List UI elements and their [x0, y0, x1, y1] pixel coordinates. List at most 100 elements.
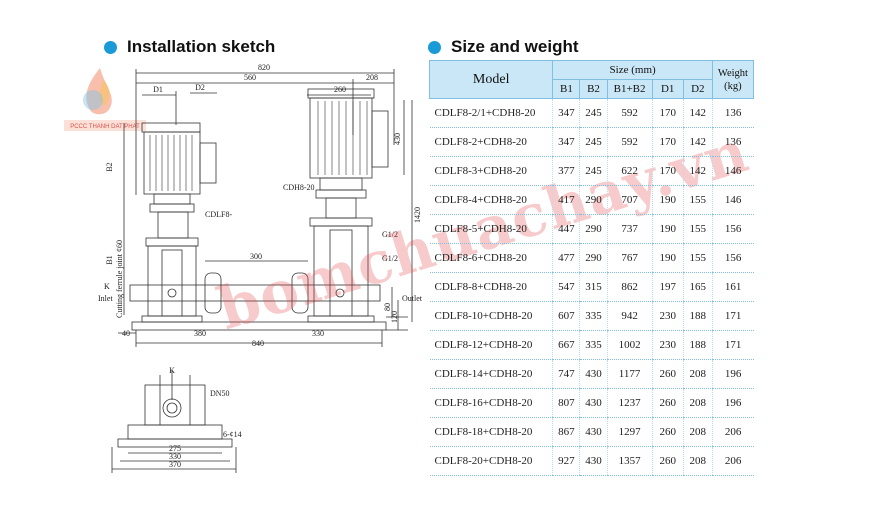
cell-d2: 188 — [682, 301, 713, 331]
cell-b1b2: 592 — [606, 98, 653, 128]
size-weight-title: Size and weight — [451, 37, 579, 56]
dim-d1: D1 — [153, 85, 163, 94]
cell-b1: 747 — [552, 359, 580, 389]
cell-b1b2: 1357 — [606, 446, 653, 476]
cell-weight: 196 — [711, 388, 754, 418]
cell-weight: 136 — [711, 98, 754, 128]
cell-d2: 142 — [682, 156, 713, 186]
cell-b1b2: 1237 — [606, 388, 653, 418]
cell-d2: 142 — [682, 98, 713, 128]
label-dn50: DN50 — [210, 389, 230, 398]
col-b2: B2 — [579, 79, 608, 99]
dim-1420: 1420 — [413, 207, 422, 223]
cell-b1: 477 — [552, 243, 580, 273]
cell-model: CDLF8-16+CDH8-20 — [429, 388, 553, 418]
dim-300: 300 — [250, 252, 262, 261]
cell-b1: 807 — [552, 388, 580, 418]
cell-b1: 867 — [552, 417, 580, 447]
cell-weight: 156 — [711, 214, 754, 244]
cell-b1b2: 1177 — [606, 359, 653, 389]
dim-d2: D2 — [195, 83, 205, 92]
installation-sketch-heading: Installation sketch — [104, 37, 275, 57]
cell-model: CDLF8-10+CDH8-20 — [429, 301, 553, 331]
cell-d2: 165 — [682, 272, 713, 302]
bullet-icon — [104, 40, 117, 54]
cell-b2: 430 — [579, 359, 608, 389]
cell-b1: 447 — [552, 214, 580, 244]
cell-model: CDLF8-8+CDH8-20 — [429, 272, 553, 302]
cell-b2: 430 — [579, 388, 608, 418]
cell-b1: 417 — [552, 185, 580, 215]
label-g1: G1/2 — [382, 230, 398, 239]
cell-d2: 188 — [682, 330, 713, 360]
bullet-icon — [428, 40, 441, 54]
cell-b1b2: 622 — [606, 156, 653, 186]
cell-weight: 156 — [711, 243, 754, 273]
cell-b1: 927 — [552, 446, 580, 476]
cell-model: CDLF8-20+CDH8-20 — [429, 446, 553, 476]
dim-ferrule: Cutting ferrule joint ¢60 — [115, 240, 124, 318]
cell-d1: 230 — [651, 330, 684, 360]
cell-b2: 430 — [579, 417, 608, 447]
cell-weight: 146 — [711, 185, 754, 215]
cell-model: CDLF8-18+CDH8-20 — [429, 417, 553, 447]
dim-80: 80 — [383, 303, 392, 311]
col-b1: B1 — [552, 79, 581, 99]
cell-d1: 190 — [651, 243, 684, 273]
cell-b1b2: 942 — [606, 301, 653, 331]
cell-weight: 161 — [711, 272, 754, 302]
installation-sketch-title: Installation sketch — [127, 37, 276, 56]
dim-370: 370 — [169, 460, 181, 469]
cell-weight: 171 — [711, 301, 754, 331]
cell-b1: 377 — [552, 156, 580, 186]
cell-d1: 197 — [651, 272, 684, 302]
cell-b2: 290 — [579, 214, 608, 244]
col-d1: D1 — [651, 79, 684, 99]
cell-d1: 170 — [651, 98, 684, 128]
label-g2: G1/2 — [382, 254, 398, 263]
cell-model: CDLF8-6+CDH8-20 — [429, 243, 553, 273]
cell-b2: 245 — [579, 127, 608, 157]
dim-b1: B1 — [105, 255, 114, 264]
dim-560: 560 — [244, 73, 256, 82]
cell-d1: 260 — [651, 359, 684, 389]
dim-b2: B2 — [105, 162, 114, 171]
cell-b2: 315 — [579, 272, 608, 302]
dim-260: 260 — [334, 85, 346, 94]
label-cdh: CDH8-20 — [283, 183, 315, 192]
cell-d2: 142 — [682, 127, 713, 157]
dim-840: 840 — [252, 339, 264, 348]
cell-b1b2: 1002 — [606, 330, 653, 360]
col-size: Size (mm) — [552, 60, 713, 80]
cell-d1: 170 — [651, 127, 684, 157]
cell-b2: 430 — [579, 446, 608, 476]
size-weight-heading: Size and weight — [428, 37, 579, 57]
dim-330b: 330 — [169, 452, 181, 461]
cell-model: CDLF8-5+CDH8-20 — [429, 214, 553, 244]
dim-330: 330 — [312, 329, 324, 338]
cell-weight: 136 — [711, 127, 754, 157]
label-bolt: 6-¢14 — [223, 430, 242, 439]
cell-b2: 245 — [579, 98, 608, 128]
cell-model: CDLF8-3+CDH8-20 — [429, 156, 553, 186]
cell-model: CDLF8-2+CDH8-20 — [429, 127, 553, 157]
dim-208: 208 — [366, 73, 378, 82]
weight-label: Weight — [717, 67, 748, 79]
dim-40: 40 — [122, 329, 130, 338]
cell-d2: 155 — [682, 185, 713, 215]
cell-model: CDLF8-2/1+CDH8-20 — [429, 98, 553, 128]
cell-b1b2: 707 — [606, 185, 653, 215]
company-logo: PCCC THANH DAT PHAT — [64, 68, 146, 131]
cell-b1: 547 — [552, 272, 580, 302]
label-outlet: Outlet — [402, 294, 423, 303]
